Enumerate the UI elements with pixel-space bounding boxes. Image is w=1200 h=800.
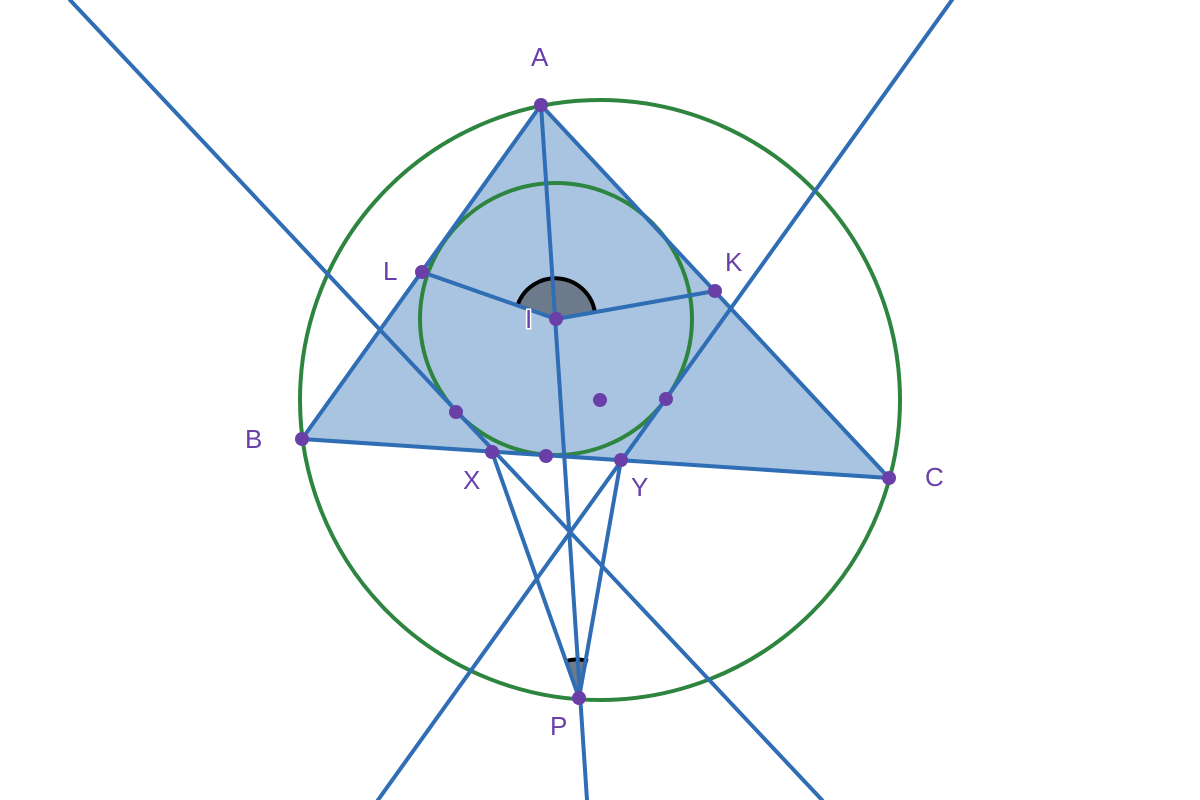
point-l [415,265,429,279]
side-bc [300,437,891,480]
segment-il [420,270,558,321]
segment-yp [577,458,623,700]
label-k: K [725,247,743,277]
point-i [549,312,563,326]
point-p [572,691,586,705]
label-c: C [925,462,944,492]
point-y [614,453,628,467]
point-c [882,471,896,485]
point-k [708,284,722,298]
label-p: P [550,711,567,741]
label-a: A [531,42,549,72]
circumcircle [298,98,902,702]
point-incircle-ac-line [659,392,673,406]
line-aip [539,103,589,800]
point-a [534,98,548,112]
label-i: I [525,304,532,334]
point-circumcenter [593,393,607,407]
label-b: B [245,424,262,454]
angle-lik-arc [516,276,597,314]
segment-xp [490,450,581,700]
point-x [485,445,499,459]
triangle-abc [302,105,889,478]
point-incircle-ab-line [449,405,463,419]
label-x: X [463,465,480,495]
point-touch-bc [539,449,553,463]
segment-ik [554,289,717,321]
label-y: Y [631,472,648,502]
line-through-x [68,0,824,800]
point-b [295,432,309,446]
angle-lik-mark [518,278,595,319]
label-l: L [383,256,397,286]
